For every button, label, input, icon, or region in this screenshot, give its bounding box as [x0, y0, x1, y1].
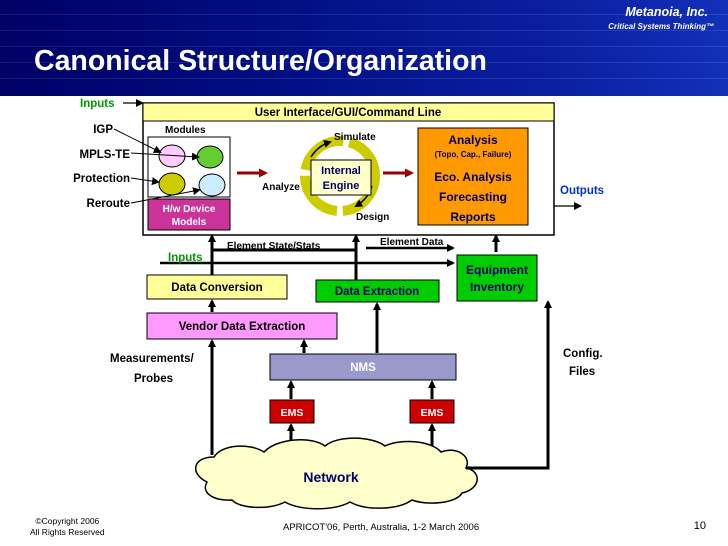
company-name: Metanoia, Inc. — [625, 5, 708, 19]
ems-left-label: EMS — [281, 407, 304, 419]
mpls-pointer — [130, 152, 200, 161]
analysis-forecasting: Forecasting — [439, 190, 507, 204]
outputs-label: Outputs — [560, 185, 604, 197]
modules-label: Modules — [165, 125, 206, 136]
config-files-line1: Config. — [563, 348, 603, 360]
config-files-line — [466, 300, 552, 470]
equipment-line1: Equipment — [466, 263, 528, 277]
protocol-protection: Protection — [73, 173, 130, 185]
engine-cycle-ring — [300, 136, 380, 216]
copyright-notice: ©Copyright 2006 All Rights Reserved — [30, 516, 105, 538]
network-label: Network — [303, 469, 358, 485]
module-reroute-circle[interactable] — [198, 173, 226, 197]
page-number: 10 — [693, 520, 706, 532]
measurements-line2: Probes — [134, 373, 173, 385]
ui-bar-label: User Interface/GUI/Command Line — [255, 107, 442, 119]
design-label: Design — [356, 212, 389, 223]
data-conversion-label: Data Conversion — [171, 282, 262, 294]
element-data-label: Element Data — [380, 237, 444, 248]
copyright-line1: ©Copyright 2006 — [35, 516, 100, 526]
analysis-eco: Eco. Analysis — [434, 170, 512, 184]
vendor-data-extraction-label: Vendor Data Extraction — [179, 321, 306, 333]
inputs-lower-label: Inputs — [168, 252, 203, 264]
igp-pointer — [113, 128, 162, 153]
equipment-line2: Inventory — [470, 280, 524, 294]
element-state-label: Element State/Stats — [227, 241, 321, 252]
engine-cycle-arrow-1 — [310, 140, 332, 158]
nms-label: NMS — [350, 362, 376, 374]
protocol-igp: IGP — [93, 124, 113, 136]
hw-models-line2: Models — [172, 217, 207, 228]
protocol-mpls-te: MPLS-TE — [80, 149, 131, 161]
protection-pointer — [130, 177, 160, 186]
analyze-label: Analyze — [262, 182, 300, 193]
data-extraction-label: Data Extraction — [335, 286, 419, 298]
company-tagline: Critical Systems Thinking™ — [608, 22, 714, 31]
hw-models-box[interactable] — [147, 198, 231, 231]
protocol-reroute: Reroute — [87, 198, 130, 210]
header-banner: Metanoia, Inc. Critical Systems Thinking… — [0, 0, 728, 96]
hw-models-line1: H/w Device — [163, 204, 216, 215]
analysis-title: Analysis — [448, 133, 498, 147]
data-conversion-box[interactable] — [146, 274, 288, 300]
equipment-inventory-box[interactable] — [456, 254, 538, 302]
analysis-box[interactable] — [417, 127, 529, 226]
engine-box[interactable] — [310, 159, 372, 196]
ui-bar[interactable] — [142, 102, 555, 122]
config-files-line2: Files — [569, 366, 595, 378]
event-caption: APRICOT'06, Perth, Australia, 1-2 March … — [283, 522, 480, 533]
inputs-label: Inputs — [80, 98, 115, 110]
engine-line1: Internal — [321, 165, 361, 177]
module-mpls-circle[interactable] — [196, 145, 224, 169]
vendor-data-extraction-box[interactable] — [146, 312, 338, 340]
slide-title: Canonical Structure/Organization — [34, 45, 487, 77]
reroute-pointer — [130, 187, 201, 204]
analysis-reports: Reports — [450, 210, 496, 224]
analysis-subtitle: (Topo, Cap., Failure) — [435, 150, 512, 159]
ems-right-label: EMS — [421, 407, 444, 419]
copyright-line2: All Rights Reserved — [30, 527, 105, 537]
module-protection-circle[interactable] — [158, 172, 186, 196]
nms-box[interactable] — [269, 353, 457, 381]
simulate-label: Simulate — [334, 132, 376, 143]
measurements-line1: Measurements/ — [110, 353, 195, 365]
engine-line2: Engine — [323, 180, 360, 192]
